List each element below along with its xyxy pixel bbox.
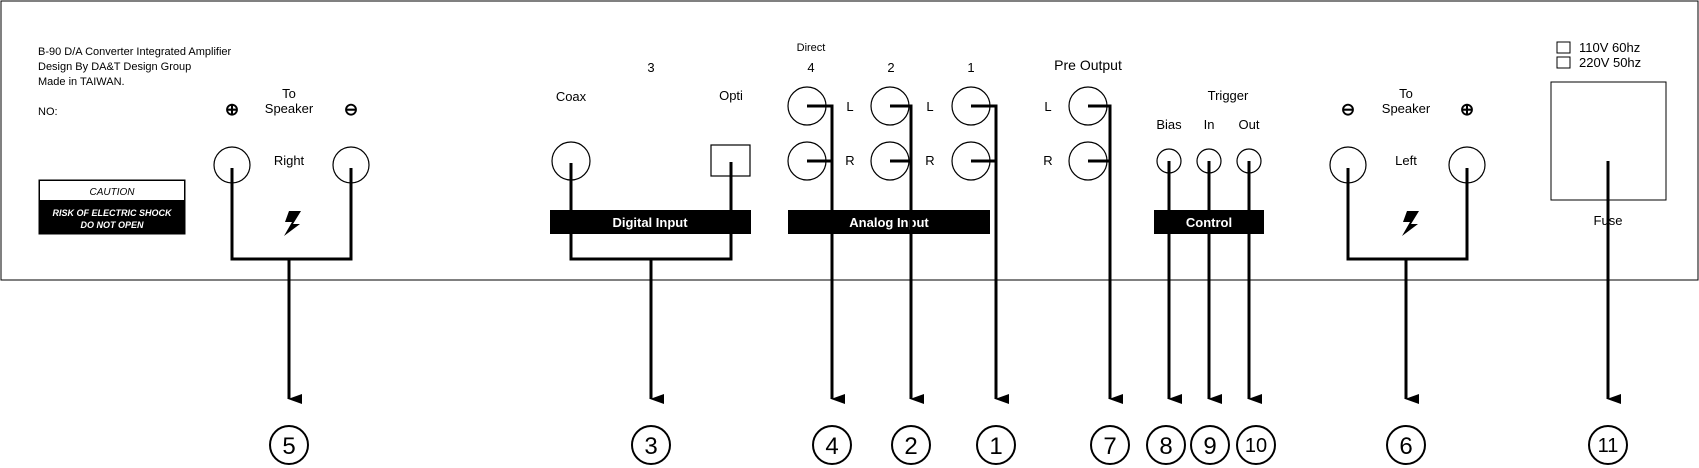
model-line: B-90 D/A Converter Integrated Amplifier	[38, 46, 232, 58]
callout-3-number: 3	[644, 433, 657, 460]
callout-9-number: 9	[1203, 433, 1216, 460]
analog-ch4-label: 4	[807, 60, 814, 75]
callout-8-number: 8	[1159, 433, 1172, 460]
callout-3: 3	[631, 425, 671, 465]
panel-outline	[0, 0, 1699, 281]
right-speaker-bracket	[230, 168, 353, 261]
direct-label: Direct	[797, 42, 826, 54]
digital-input-bar	[550, 210, 751, 234]
voltage-220-checkbox[interactable]	[1556, 56, 1571, 69]
callout-8: 8	[1146, 425, 1186, 465]
callout-1: 1	[976, 425, 1016, 465]
right-speaker-label: Speaker	[265, 101, 314, 116]
shock-hazard-icon	[284, 211, 301, 236]
trigger-out-label: Out	[1239, 117, 1260, 132]
callout-6-number: 6	[1399, 433, 1412, 460]
right-plus-symbol: ⊕	[225, 100, 239, 119]
callout-7-number: 7	[1103, 433, 1116, 460]
analog-ch1-label: 1	[967, 60, 974, 75]
digital-input-number: 3	[647, 60, 654, 75]
callout-6: 6	[1386, 425, 1426, 465]
callouts: 5 3 4 2 1 7 8 9	[269, 425, 1628, 465]
analog-input-bar	[788, 210, 990, 234]
callout-5-number: 5	[282, 433, 295, 460]
analog-ch2-L-label: L	[926, 99, 933, 114]
speaker-left-group: ⊖ To Speaker ⊕ Left	[1329, 86, 1486, 404]
coax-label: Coax	[556, 89, 587, 104]
analog-ch4-R-label: R	[845, 153, 854, 168]
shock-hazard-icon	[1402, 211, 1419, 236]
caution-line2: DO NOT OPEN	[80, 220, 144, 230]
callout-7: 7	[1090, 425, 1130, 465]
pre-output-group: Pre Output L R	[1043, 57, 1123, 404]
callout-11-number: 11	[1598, 435, 1619, 457]
made-line: Made in TAIWAN.	[38, 76, 125, 88]
analog-ch2-label: 2	[887, 60, 894, 75]
left-plus-symbol: ⊕	[1460, 100, 1474, 119]
serial-no-label: NO:	[38, 106, 58, 118]
analog-input-group: Direct 4 2 1 L R L R Analog Input	[787, 42, 1009, 404]
right-to-label: To	[282, 86, 296, 101]
analog-ch2-R-label: R	[925, 153, 934, 168]
callout-5: 5	[269, 425, 309, 465]
bias-label: Bias	[1156, 117, 1182, 132]
pre-output-L-label: L	[1044, 99, 1051, 114]
speaker-right-group: ⊕ To Speaker ⊖ Right	[213, 86, 370, 404]
callout-10-number: 10	[1245, 435, 1267, 457]
design-line: Design By DA&T Design Group	[38, 61, 191, 73]
caution-label: CAUTION RISK OF ELECTRIC SHOCK DO NOT OP…	[38, 179, 186, 235]
callout-11: 11	[1588, 425, 1628, 465]
power-group: 110V 60hz 220V 50hz Fuse	[1550, 40, 1667, 404]
voltage-110-checkbox[interactable]	[1556, 41, 1571, 54]
left-side-label: Left	[1395, 153, 1417, 168]
trigger-label: Trigger	[1208, 88, 1249, 103]
digital-input-bar-label: Digital Input	[612, 215, 688, 230]
control-group: Trigger Bias In Out Control	[1154, 88, 1264, 404]
right-side-label: Right	[274, 153, 305, 168]
caution-title: CAUTION	[90, 187, 136, 198]
callout-9: 9	[1190, 425, 1230, 465]
trigger-in-label: In	[1204, 117, 1215, 132]
callout-10: 10	[1236, 425, 1276, 465]
analog-input-bar-label: Analog Input	[849, 215, 929, 230]
callout-4: 4	[812, 425, 852, 465]
callout-4-number: 4	[825, 433, 838, 460]
voltage-110-label: 110V 60hz	[1579, 40, 1640, 55]
pre-output-R-label: R	[1043, 153, 1052, 168]
left-minus-symbol: ⊖	[1341, 100, 1355, 119]
right-minus-symbol: ⊖	[344, 100, 358, 119]
callout-2: 2	[891, 425, 931, 465]
left-speaker-label: Speaker	[1382, 101, 1431, 116]
analog-ch4-L-label: L	[846, 99, 853, 114]
callout-2-number: 2	[904, 433, 917, 460]
opti-label: Opti	[719, 88, 743, 103]
control-bar-label: Control	[1186, 215, 1232, 230]
pre-output-title: Pre Output	[1054, 57, 1122, 73]
voltage-220-label: 220V 50hz	[1579, 55, 1641, 70]
caution-line1: RISK OF ELECTRIC SHOCK	[52, 208, 173, 218]
digital-input-group: 3 Coax Opti Digital Input	[550, 60, 751, 404]
callout-1-number: 1	[989, 433, 1002, 460]
left-to-label: To	[1399, 86, 1413, 101]
